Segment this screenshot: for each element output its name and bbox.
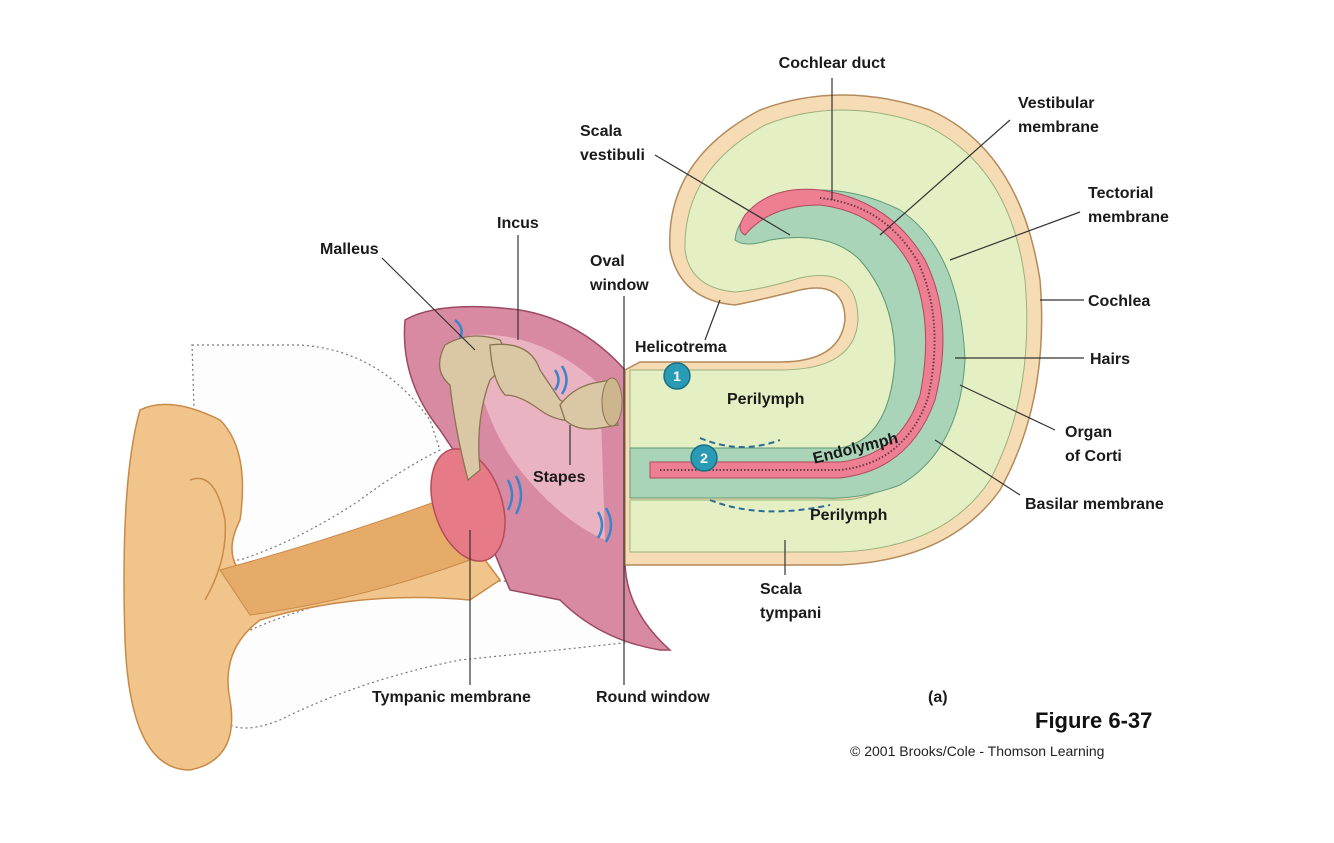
label-scala-tympani-2: tympani xyxy=(760,605,821,622)
label-stapes: Stapes xyxy=(533,469,586,486)
label-organ-of-corti-1: Organ xyxy=(1065,424,1112,441)
flow-dash-upper xyxy=(699,437,781,448)
outer-ear xyxy=(123,344,651,771)
label-cochlear-duct: Cochlear duct xyxy=(779,55,886,72)
hair-cells-line xyxy=(660,197,936,471)
label-oval-window-1: Oval xyxy=(590,253,625,270)
svg-text:1: 1 xyxy=(673,368,681,384)
label-round-window: Round window xyxy=(596,689,710,706)
oval-window-footplate xyxy=(601,377,623,427)
label-incus: Incus xyxy=(497,215,539,232)
label-scala-vestibuli-1: Scala xyxy=(580,123,622,140)
label-cochlea: Cochlea xyxy=(1088,293,1150,310)
label-tympanic-membrane: Tympanic membrane xyxy=(372,689,531,706)
label-scala-vestibuli-2: vestibuli xyxy=(580,147,645,164)
label-organ-of-corti-2: of Corti xyxy=(1065,448,1122,465)
label-perilymph-lower: Perilymph xyxy=(810,507,887,524)
label-vestibular-membrane-2: membrane xyxy=(1018,119,1099,136)
label-malleus: Malleus xyxy=(320,241,379,258)
flow-dash-lower xyxy=(709,499,831,513)
label-vestibular-membrane-1: Vestibular xyxy=(1018,95,1094,112)
label-oval-window-2: window xyxy=(589,277,649,294)
label-panel-a: (a) xyxy=(928,689,948,706)
organ-of-corti-strip xyxy=(649,188,944,479)
pinna-fold xyxy=(189,477,227,601)
label-perilymph-upper: Perilymph xyxy=(727,391,804,408)
label-basilar-membrane: Basilar membrane xyxy=(1025,496,1164,513)
marker-2: 2 xyxy=(690,444,718,472)
label-scala-tympani-1: Scala xyxy=(760,581,802,598)
cochlea xyxy=(624,94,1043,566)
label-helicotrema: Helicotrema xyxy=(635,339,727,356)
figure-copyright: © 2001 Brooks/Cole - Thomson Learning xyxy=(850,743,1104,759)
malleus-shape xyxy=(438,335,505,482)
leader-lines xyxy=(381,78,1084,685)
tympanic-membrane-shape xyxy=(430,448,506,562)
svg-text:2: 2 xyxy=(700,450,708,466)
figure-title: Figure 6-37 xyxy=(1035,708,1152,733)
label-tectorial-membrane-2: membrane xyxy=(1088,209,1169,226)
middle-ear xyxy=(403,305,672,651)
marker-1: 1 xyxy=(663,362,691,390)
label-tectorial-membrane-1: Tectorial xyxy=(1088,185,1154,202)
label-hairs: Hairs xyxy=(1090,351,1130,368)
